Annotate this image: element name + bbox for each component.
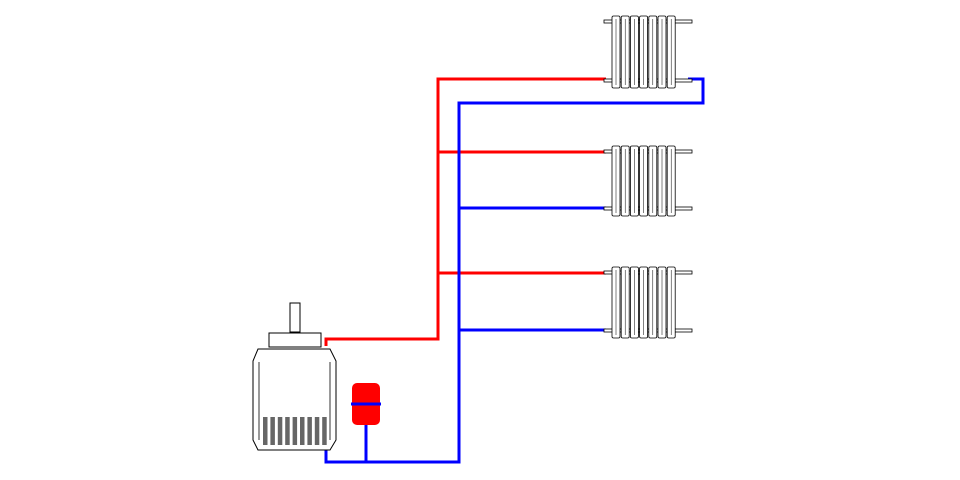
- radiator-bottom-rail: [603, 328, 693, 333]
- radiator-icon: [603, 266, 693, 339]
- radiator-icon: [603, 15, 693, 89]
- boiler-grille-slat: [277, 417, 283, 445]
- expansion-tank: [351, 383, 381, 425]
- boiler: [252, 302, 337, 451]
- boiler-grille-slat: [270, 417, 275, 445]
- radiator-1: [603, 15, 693, 89]
- boiler-grille-slat: [322, 417, 327, 445]
- return-main-pipe: [324, 77, 705, 464]
- boiler-grille-slat: [300, 417, 305, 445]
- expansion-tank-icon: [351, 383, 381, 425]
- supply-main-pipe: [324, 77, 606, 346]
- supply-pipes: [324, 77, 606, 346]
- return-pipes: [324, 77, 705, 464]
- radiator-top-rail: [603, 149, 693, 154]
- boiler-grille: [263, 417, 327, 445]
- radiator-2: [603, 145, 693, 217]
- boiler-top-cap: [268, 332, 322, 348]
- boiler-icon: [252, 302, 337, 451]
- radiator-3: [603, 266, 693, 339]
- boiler-grille-slat: [307, 417, 312, 445]
- boiler-grille-slat: [292, 417, 298, 445]
- radiator-icon: [603, 145, 693, 217]
- boiler-grille-slat: [285, 417, 290, 445]
- radiator-bottom-rail: [603, 78, 693, 83]
- boiler-grille-slat: [314, 417, 320, 445]
- radiator-bottom-rail: [603, 206, 693, 211]
- radiator-top-rail: [603, 19, 693, 24]
- boiler-grille-slat: [263, 417, 268, 445]
- radiator-top-rail: [603, 270, 693, 275]
- boiler-flue: [289, 302, 301, 333]
